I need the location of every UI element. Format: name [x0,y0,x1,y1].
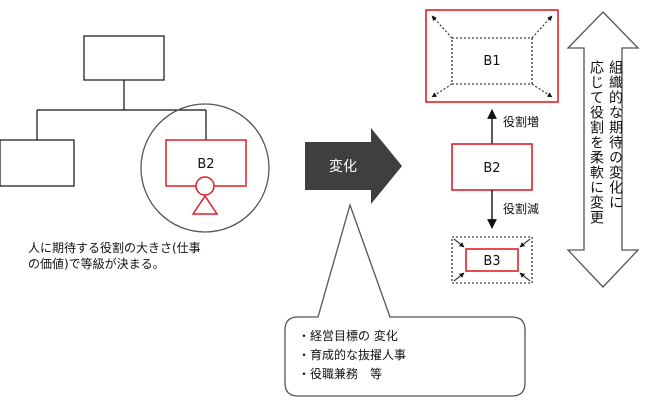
role-box-b3-original [451,236,533,284]
side-text-line2: 応じて役割を柔軟に変更 [588,60,604,225]
expand-arrows [431,15,553,98]
shrink-arrows [453,238,531,282]
change-arrow [305,128,402,204]
person-head-icon [195,176,215,196]
focus-circle [140,103,270,233]
callout-item-2: ・育成的な抜擢人事 [298,348,407,362]
role-box-b1-original [451,37,533,85]
callout-bubble [284,202,526,397]
left-caption-line1: 人に期待する役割の大きさ(仕事 [28,241,201,255]
flexibility-double-arrow [566,11,640,288]
callout-item-1: ・経営目標の 変化 [298,329,398,343]
org-left-box [0,139,75,187]
decrease-label: 役割減 [503,201,539,216]
left-caption-line2: の価値)で等級が決まる。 [28,257,165,271]
side-text-line1: 組織的な期待の変化に [607,60,623,210]
role-label-b2-right: B2 [483,161,500,176]
role-label-b3: B3 [483,254,500,269]
role-label-b2-left: B2 [197,157,214,172]
change-label: 変化 [329,158,357,175]
org-top-box [83,35,165,81]
role-box-b3 [465,248,519,272]
org-chart: B2 [0,35,270,233]
callout-item-3: ・役職兼務 等 [298,367,383,381]
increase-label: 役割増 [503,114,539,129]
role-label-b1: B1 [483,54,500,69]
person-body-icon [191,194,219,215]
